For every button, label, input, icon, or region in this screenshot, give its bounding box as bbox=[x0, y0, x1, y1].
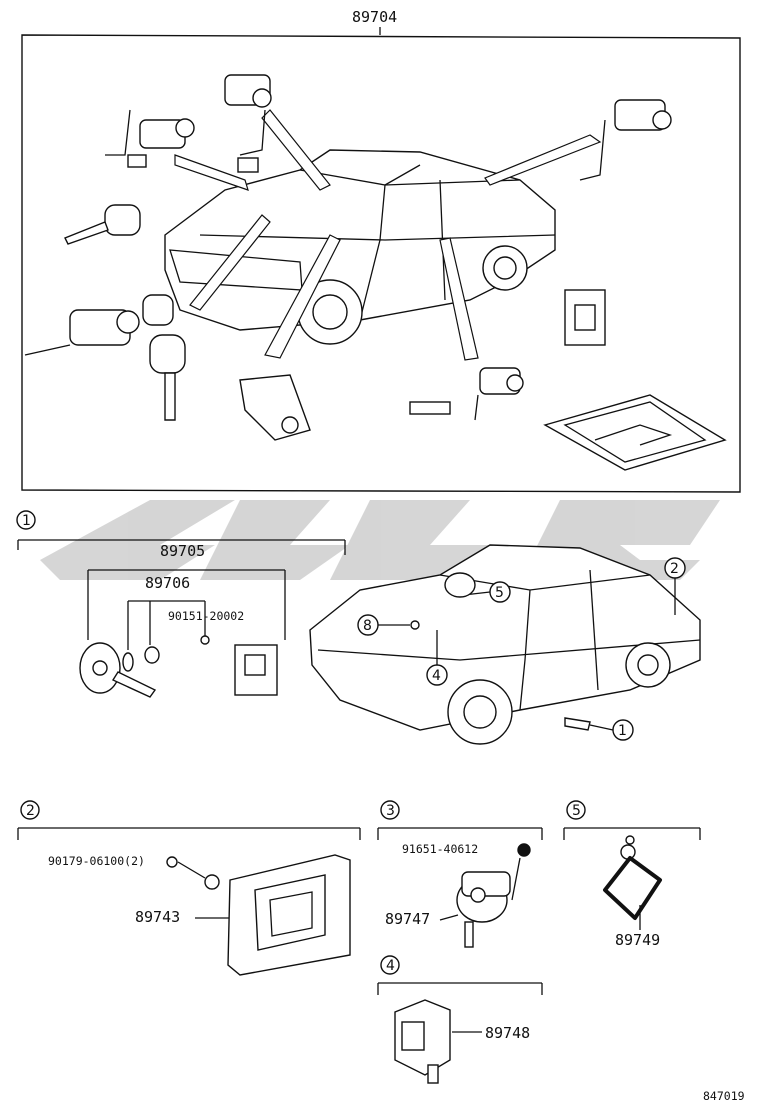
key-icon bbox=[64, 204, 141, 245]
section-badge: 1 bbox=[22, 513, 31, 529]
actuator-icon bbox=[394, 999, 451, 1084]
part-number: 89749 bbox=[615, 931, 660, 949]
part-number: 89748 bbox=[485, 1024, 530, 1042]
svg-text:4: 4 bbox=[432, 668, 441, 684]
pointer-arrows bbox=[174, 109, 602, 361]
part-number: 89743 bbox=[135, 908, 180, 926]
section-badge: 3 bbox=[386, 803, 395, 819]
callout: 2 bbox=[664, 557, 686, 615]
lock-cylinder-icon bbox=[409, 367, 524, 421]
callout: 8 bbox=[357, 614, 420, 636]
ecu-icon bbox=[204, 854, 351, 976]
svg-text:5: 5 bbox=[495, 585, 504, 601]
diagram-id: 847019 bbox=[703, 1089, 745, 1103]
key-icon bbox=[142, 294, 186, 421]
lock-cylinder-icon bbox=[224, 74, 272, 173]
callout: 5 bbox=[444, 572, 511, 603]
callout: 4 bbox=[426, 630, 448, 686]
part-number: 89747 bbox=[385, 910, 430, 928]
part-number: 90151-20002 bbox=[168, 609, 244, 623]
section-badge: 2 bbox=[26, 803, 35, 819]
section-badge: 5 bbox=[572, 803, 581, 819]
ecu-icon bbox=[234, 644, 278, 696]
svg-text:8: 8 bbox=[363, 618, 372, 634]
lock-cylinder-icon bbox=[456, 871, 511, 948]
key-card-icon bbox=[543, 394, 727, 471]
lock-cylinder-icon bbox=[105, 109, 195, 168]
lock-cylinder-icon bbox=[579, 99, 672, 181]
actuator-icon bbox=[239, 374, 311, 441]
assembly-frame bbox=[21, 34, 741, 493]
transponder-icon bbox=[603, 835, 662, 920]
section-badge: 4 bbox=[386, 958, 395, 974]
lock-cylinder-icon bbox=[24, 309, 140, 356]
car-icon bbox=[309, 544, 701, 745]
key-icon bbox=[79, 642, 157, 698]
part-number: 89706 bbox=[145, 574, 190, 592]
svg-text:2: 2 bbox=[670, 561, 679, 577]
ecu-icon bbox=[564, 289, 606, 346]
part-number: 90179-06100(2) bbox=[48, 854, 145, 868]
svg-text:1: 1 bbox=[618, 723, 627, 739]
assembly-number: 89704 bbox=[352, 8, 397, 26]
part-number: 89705 bbox=[160, 542, 205, 560]
callout: 1 bbox=[564, 717, 634, 741]
part-number: 91651-40612 bbox=[402, 842, 478, 856]
